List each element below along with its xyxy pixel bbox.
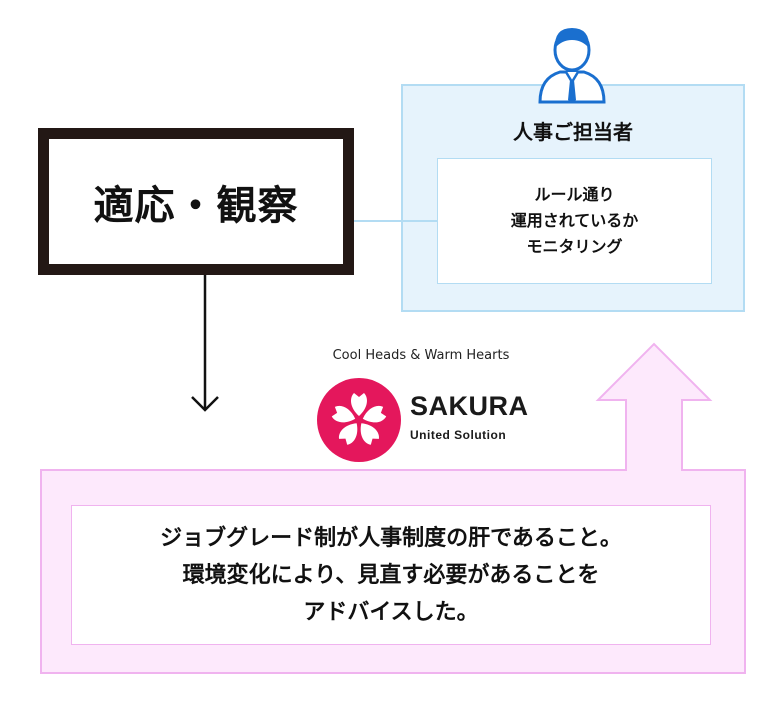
staff-panel-title: 人事ご担当者 bbox=[513, 120, 633, 144]
staff-panel-card: ルール通り 運用されているか モニタリング bbox=[437, 158, 712, 284]
staff-panel-line: 運用されているか bbox=[510, 211, 639, 230]
advice-line: アドバイスした。 bbox=[303, 598, 479, 625]
staff-panel-line: ルール通り bbox=[534, 185, 615, 204]
person-icon bbox=[538, 28, 606, 104]
sakura-flower-icon bbox=[317, 378, 401, 462]
advice-line: 環境変化により、見直す必要があることを bbox=[182, 561, 600, 588]
staff-panel-line: モニタリング bbox=[526, 237, 623, 256]
main-box: 適応・観察 bbox=[38, 128, 354, 275]
connector-line bbox=[354, 220, 437, 222]
logo-tagline: Cool Heads & Warm Hearts bbox=[332, 348, 510, 363]
advice-line: ジョブグレード制が人事制度の肝であること。 bbox=[160, 524, 622, 551]
logo-name: SAKURA bbox=[410, 391, 529, 421]
logo-subtitle: United Solution bbox=[410, 428, 507, 442]
advice-card: ジョブグレード制が人事制度の肝であること。 環境変化により、見直す必要があること… bbox=[71, 505, 711, 645]
main-box-label: 適応・観察 bbox=[93, 182, 299, 229]
down-arrow-icon bbox=[191, 275, 219, 412]
